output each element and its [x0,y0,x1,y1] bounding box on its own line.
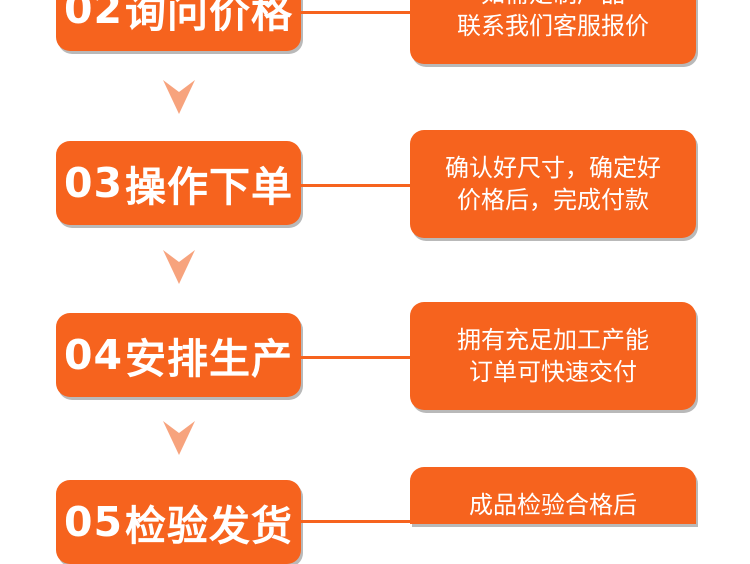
step-title: 检验发货 [125,502,294,550]
connector-line-04 [301,356,410,359]
step-box-05: 05 检验发货 [56,480,301,564]
desc-line: 联系我们客服报价 [457,12,649,40]
connector-line-03 [301,184,410,187]
desc-box-03: 确认好尺寸，确定好 价格后，完成付款 [410,130,696,238]
desc-box-05: 成品检验合格后 [410,467,696,524]
down-arrow-icon [163,250,195,284]
desc-box-02: 如需定制产品 联系我们客服报价 [410,0,696,64]
step-number: 04 [63,331,124,379]
desc-box-04: 拥有充足加工产能 订单可快速交付 [410,302,696,410]
connector-line-05 [301,520,410,523]
desc-line: 确认好尺寸，确定好 [445,154,661,182]
connector-line-02 [301,11,410,14]
step-title: 操作下单 [125,163,294,211]
desc-line: 成品检验合格后 [469,491,637,519]
step-number: 05 [63,498,124,546]
step-box-04: 04 安排生产 [56,313,301,397]
desc-line: 拥有充足加工产能 [457,326,649,354]
step-title: 询问价格 [125,0,294,37]
step-box-02: 02 询问价格 [56,0,301,51]
desc-line: 如需定制产品 [481,0,625,10]
down-arrow-icon [163,80,195,114]
step-number: 02 [63,0,124,33]
step-number: 03 [63,159,124,207]
down-arrow-icon [163,421,195,455]
desc-line: 订单可快速交付 [469,358,637,386]
step-title: 安排生产 [125,335,294,383]
step-box-03: 03 操作下单 [56,141,301,225]
desc-line: 价格后，完成付款 [457,186,649,214]
